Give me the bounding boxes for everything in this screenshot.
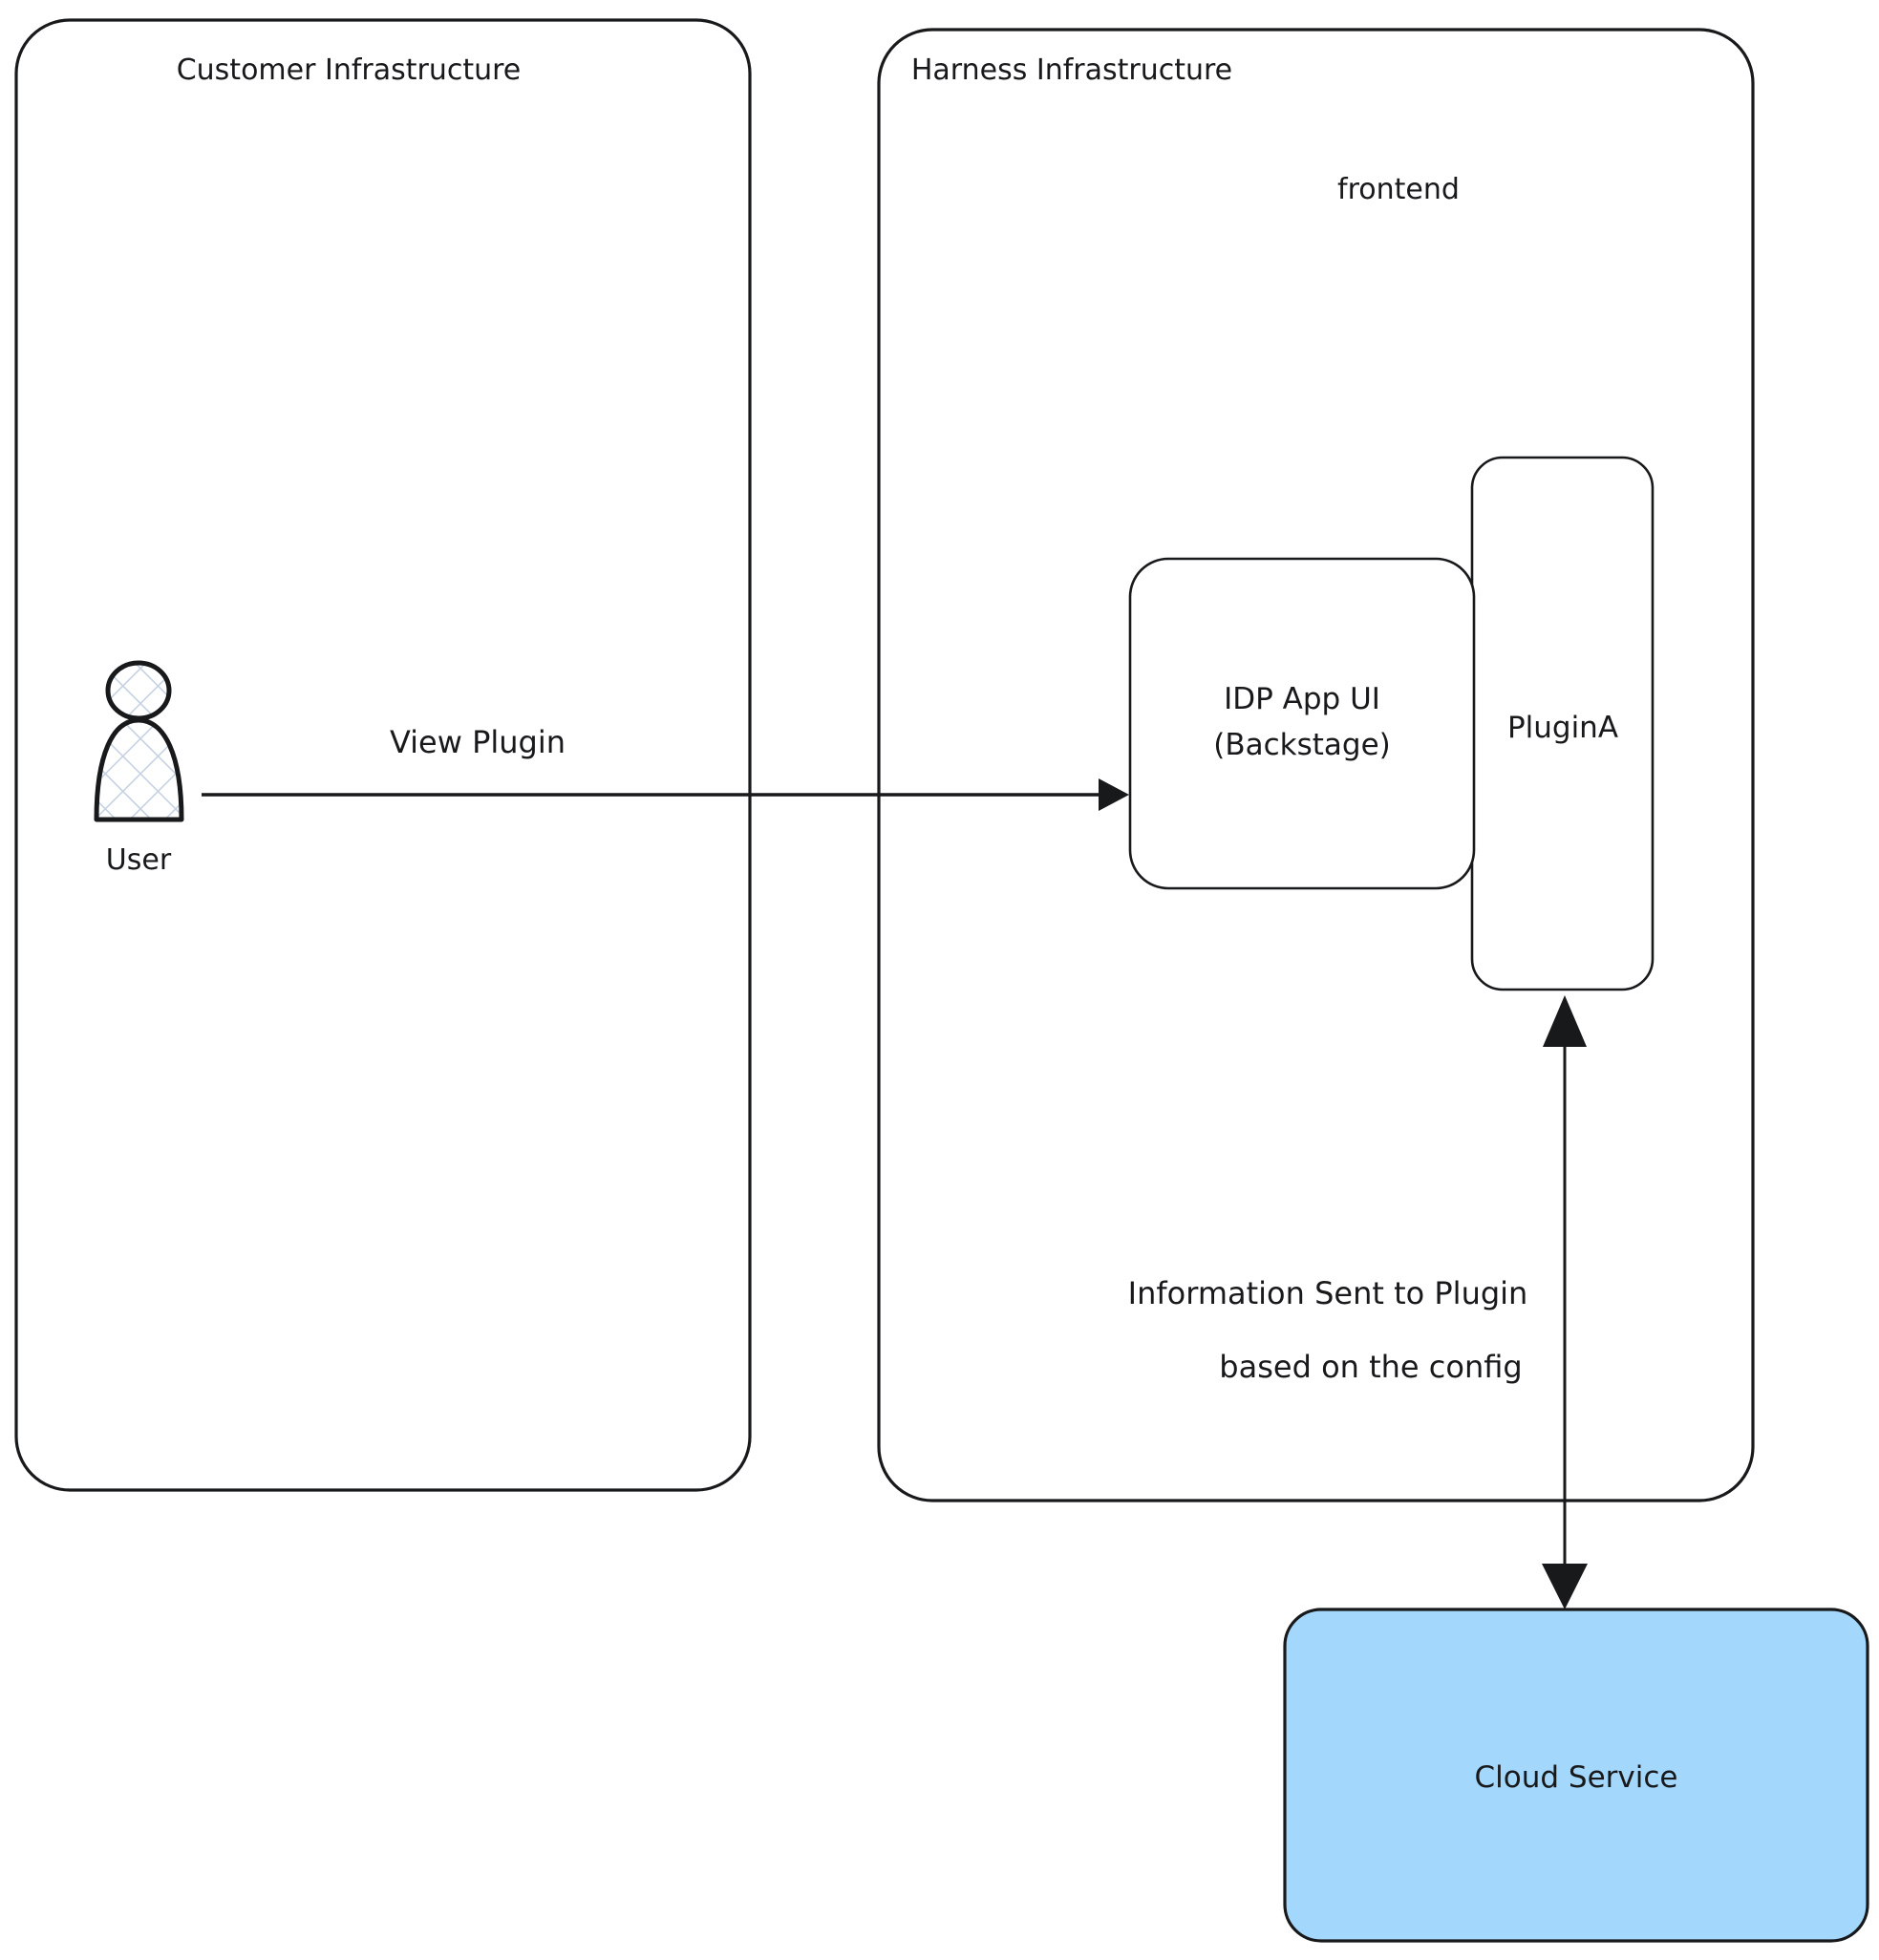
- node-user[interactable]: User: [94, 660, 184, 877]
- plugin-cloud-arrow-head-up: [1543, 995, 1587, 1047]
- idp-app-ui-box: [1128, 557, 1476, 890]
- plugin-cloud-edge-label-line2: based on the config: [1219, 1349, 1522, 1385]
- edge-plugin-to-cloud[interactable]: Information Sent to Plugin based on the …: [1128, 995, 1588, 1609]
- customer-infrastructure-label: Customer Infrastructure: [177, 53, 522, 87]
- container-harness-infrastructure[interactable]: Harness Infrastructure frontend: [877, 28, 1755, 1502]
- node-cloud-service[interactable]: Cloud Service: [1283, 1608, 1869, 1943]
- customer-infrastructure-boundary: [14, 18, 752, 1492]
- container-customer-infrastructure[interactable]: Customer Infrastructure: [14, 18, 752, 1492]
- harness-infrastructure-label: Harness Infrastructure: [911, 53, 1232, 87]
- frontend-group-label: frontend: [1337, 173, 1460, 206]
- node-plugin-a[interactable]: PluginA: [1470, 456, 1655, 991]
- node-idp-app-ui[interactable]: IDP App UI (Backstage): [1128, 557, 1476, 890]
- cloud-service-label: Cloud Service: [1475, 1760, 1678, 1795]
- view-plugin-arrow-head: [1099, 778, 1129, 811]
- idp-app-ui-label-line2: (Backstage): [1213, 728, 1391, 762]
- edge-view-plugin[interactable]: View Plugin: [202, 724, 1129, 811]
- user-head: [105, 660, 172, 721]
- harness-infrastructure-boundary: [877, 28, 1755, 1502]
- plugin-cloud-arrow-head-down: [1542, 1564, 1588, 1609]
- idp-app-ui-label-line1: IDP App UI: [1224, 682, 1380, 716]
- view-plugin-edge-label: View Plugin: [390, 724, 566, 760]
- plugin-a-label: PluginA: [1507, 711, 1618, 745]
- user-label: User: [106, 843, 172, 877]
- user-body: [94, 717, 184, 822]
- cloud-service-box: [1283, 1608, 1869, 1943]
- plugin-cloud-edge-label-line1: Information Sent to Plugin: [1128, 1275, 1528, 1311]
